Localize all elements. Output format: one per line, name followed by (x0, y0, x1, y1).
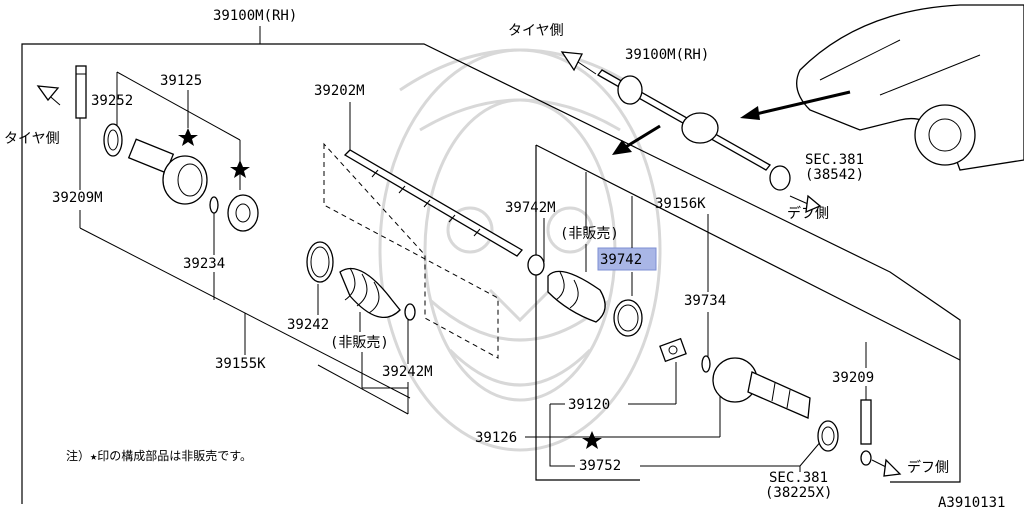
label-39752[interactable]: 39752 (579, 458, 621, 474)
label-tire-side-left: タイヤ側 (4, 131, 60, 147)
label-not-sold-2: (非販売) (560, 226, 619, 242)
pointer-arrow-icon (612, 124, 661, 155)
label-diff-side-bottom: デフ側 (907, 459, 949, 476)
outer-joint-39125[interactable] (127, 138, 208, 205)
leader-lines (79, 71, 867, 472)
label-39252[interactable]: 39252 (91, 93, 133, 109)
stud-39209m[interactable] (75, 65, 87, 119)
label-main-assembly-inset: 39100M(RH) (625, 47, 709, 63)
inset-drive-shaft (597, 69, 791, 191)
clamp-39742m[interactable] (527, 254, 545, 276)
snap-ring-39734[interactable] (701, 355, 711, 373)
label-not-sold-1: (非販売) (330, 335, 389, 351)
direction-arrow-icon (789, 194, 822, 214)
boot-39241[interactable] (339, 267, 401, 318)
label-39242[interactable]: 39242 (287, 317, 329, 333)
clamp-39742[interactable] (613, 299, 643, 337)
boot-39741[interactable] (547, 270, 606, 323)
direction-arrow-icon (36, 85, 61, 106)
label-diff-side-inset: デフ側 (787, 205, 829, 222)
housing-39752[interactable] (712, 357, 811, 419)
label-39126[interactable]: 39126 (475, 430, 517, 446)
pointer-arrow-icon (740, 90, 851, 120)
direction-arrow-icon (871, 458, 902, 477)
direction-arrow-icon (560, 51, 597, 75)
stud-39209[interactable] (860, 399, 872, 445)
label-sec-top-code: (38542) (805, 167, 864, 183)
star-icon (178, 128, 198, 146)
inset-car (796, 4, 1024, 171)
footnote: 注）★印の構成部品は非販売です。 (66, 448, 252, 463)
star-icon (582, 431, 602, 449)
watermark-emblem (378, 48, 662, 452)
label-39234[interactable]: 39234 (183, 256, 225, 272)
spider-39120[interactable] (659, 337, 687, 363)
label-main-assembly: 39100M(RH) (213, 8, 297, 24)
label-39155k[interactable]: 39155K (215, 356, 266, 372)
label-39742-highlighted[interactable]: 39742 (600, 252, 642, 268)
label-sec-bottom: SEC.381 (769, 470, 828, 486)
snap-ring-39234[interactable] (209, 196, 219, 214)
label-39202m[interactable]: 39202M (314, 83, 365, 99)
label-39742m[interactable]: 39742M (505, 200, 556, 216)
label-tire-side-inset: タイヤ側 (508, 23, 564, 39)
ring-39252[interactable] (103, 123, 123, 157)
label-sec-bottom-code: (38225X) (765, 485, 832, 501)
star-icon (230, 160, 250, 178)
label-39156k[interactable]: 39156K (655, 196, 706, 212)
inner-race[interactable] (227, 194, 259, 232)
label-39209[interactable]: 39209 (832, 370, 874, 386)
seal-sec381[interactable] (817, 420, 839, 452)
shaft-39202m[interactable] (343, 149, 523, 257)
diagram-code: A3910131 (938, 495, 1005, 510)
label-39125[interactable]: 39125 (160, 73, 202, 89)
label-39242m[interactable]: 39242M (382, 364, 433, 380)
clamp-39242[interactable] (306, 241, 334, 283)
boot-kit-outline (323, 142, 499, 359)
label-39734[interactable]: 39734 (684, 293, 726, 309)
label-sec-top: SEC.381 (805, 152, 864, 168)
label-39120[interactable]: 39120 (568, 397, 610, 413)
clamp-39242m[interactable] (404, 303, 416, 321)
part-highlight (597, 247, 657, 271)
label-39209m[interactable]: 39209M (52, 190, 103, 206)
snap-ring-sec381[interactable] (860, 450, 872, 466)
